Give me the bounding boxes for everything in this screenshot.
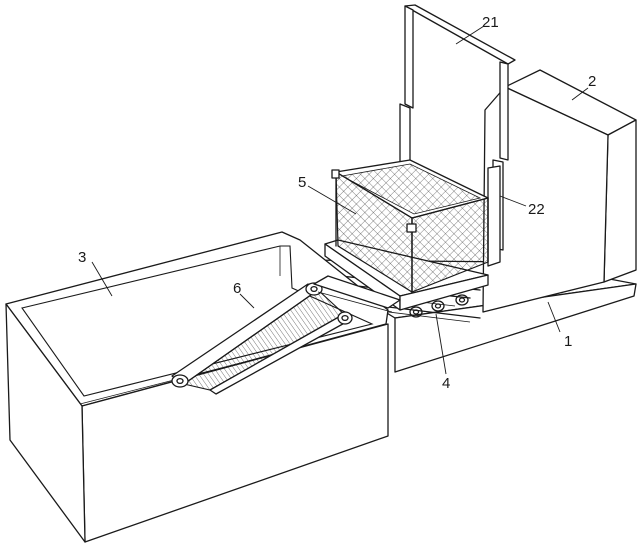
tank [5, 231, 389, 543]
label-cart: 4 [442, 375, 450, 392]
leader-lines [91, 25, 589, 375]
column [487, 165, 501, 267]
conveyor-ramp [171, 275, 401, 395]
label-column: 22 [528, 201, 545, 218]
label-base: 1 [564, 333, 572, 350]
label-ramp: 6 [233, 280, 241, 297]
label-tank: 3 [78, 249, 86, 266]
mesh-basket [331, 159, 489, 294]
label-basket: 5 [298, 174, 306, 191]
label-block: 2 [588, 73, 596, 90]
label-frame: 21 [482, 14, 499, 31]
block [482, 69, 637, 313]
